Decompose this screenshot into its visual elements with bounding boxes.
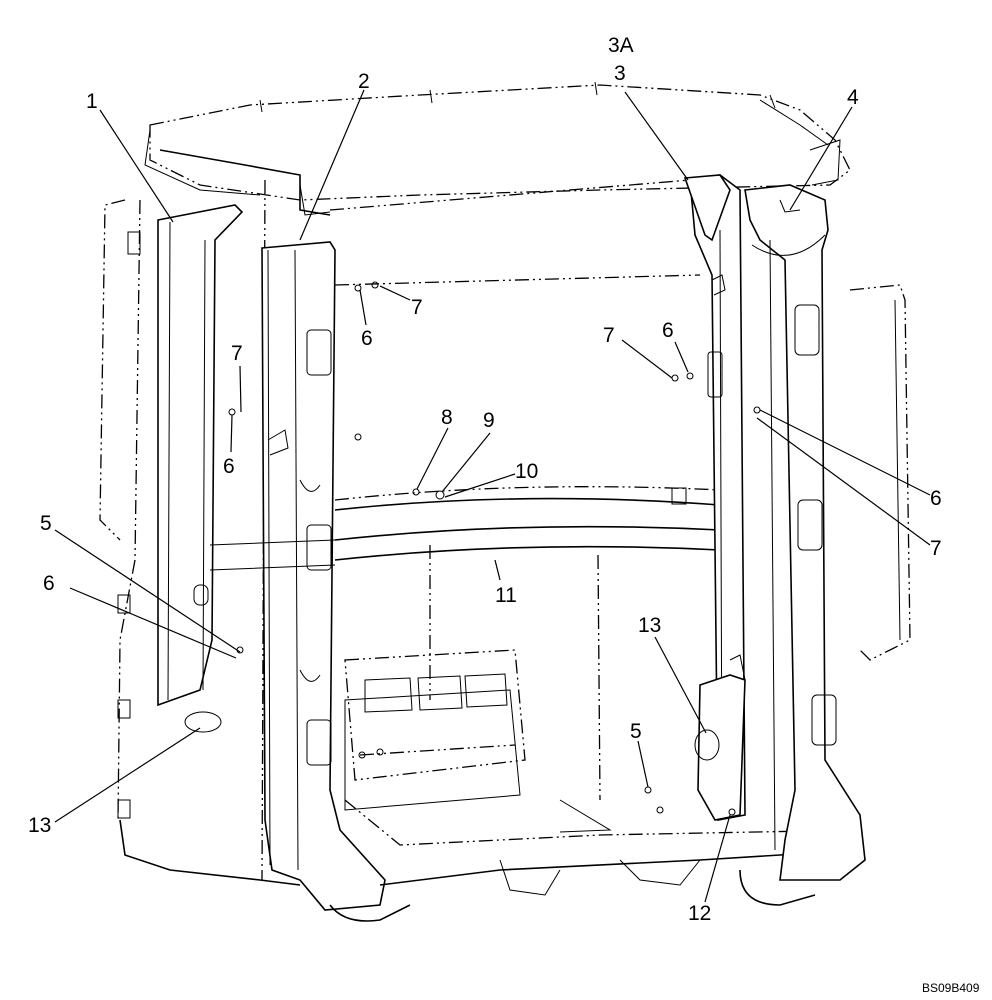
callout-9: 9 (483, 409, 495, 432)
floor-box (344, 649, 526, 811)
callout-10: 10 (515, 460, 538, 483)
callout-7-left: 7 (231, 342, 243, 365)
callout-5-right: 5 (630, 720, 642, 743)
callout-11: 11 (495, 584, 517, 607)
cross-member-panel (209, 486, 721, 801)
rear-left-trim-panel (157, 204, 244, 707)
callout-6-lower: 6 (43, 572, 55, 595)
left-frame-phantom (117, 179, 266, 881)
header-bar (299, 179, 701, 286)
callout-1: 1 (86, 90, 98, 113)
callout-5-left: 5 (40, 512, 52, 535)
callout-6-upper: 6 (361, 327, 373, 350)
right-lower-trim (694, 654, 746, 821)
callout-6-left: 6 (223, 455, 235, 478)
floor-outline (119, 799, 861, 922)
callout-3a: 3A (608, 34, 634, 57)
callout-8: 8 (441, 406, 453, 429)
fasteners (184, 281, 761, 816)
right-roof-bracket (683, 139, 841, 242)
callout-labels: 1 2 3A 3 4 7 6 7 6 7 6 8 9 10 6 7 5 6 11… (28, 34, 942, 925)
figure-reference-code: BS09B409 (922, 981, 980, 995)
callout-13-left: 13 (28, 814, 51, 837)
roof-outline (144, 81, 851, 216)
callout-3: 3 (614, 62, 626, 85)
front-left-post-trim (261, 241, 386, 911)
leader-lines (54, 89, 931, 903)
callout-7-mid: 7 (603, 324, 615, 347)
callout-7-upper: 7 (411, 296, 423, 319)
callout-4: 4 (847, 86, 859, 109)
callout-12: 12 (688, 902, 711, 925)
right-grab-handle (849, 284, 911, 661)
right-side-post-trim (744, 184, 866, 881)
left-grab-handle (99, 199, 141, 819)
callout-13-right: 13 (638, 614, 661, 637)
callout-7-right: 7 (930, 537, 942, 560)
callout-6-mid: 6 (662, 319, 674, 342)
callout-6-right: 6 (930, 487, 942, 510)
callout-2: 2 (358, 70, 370, 93)
